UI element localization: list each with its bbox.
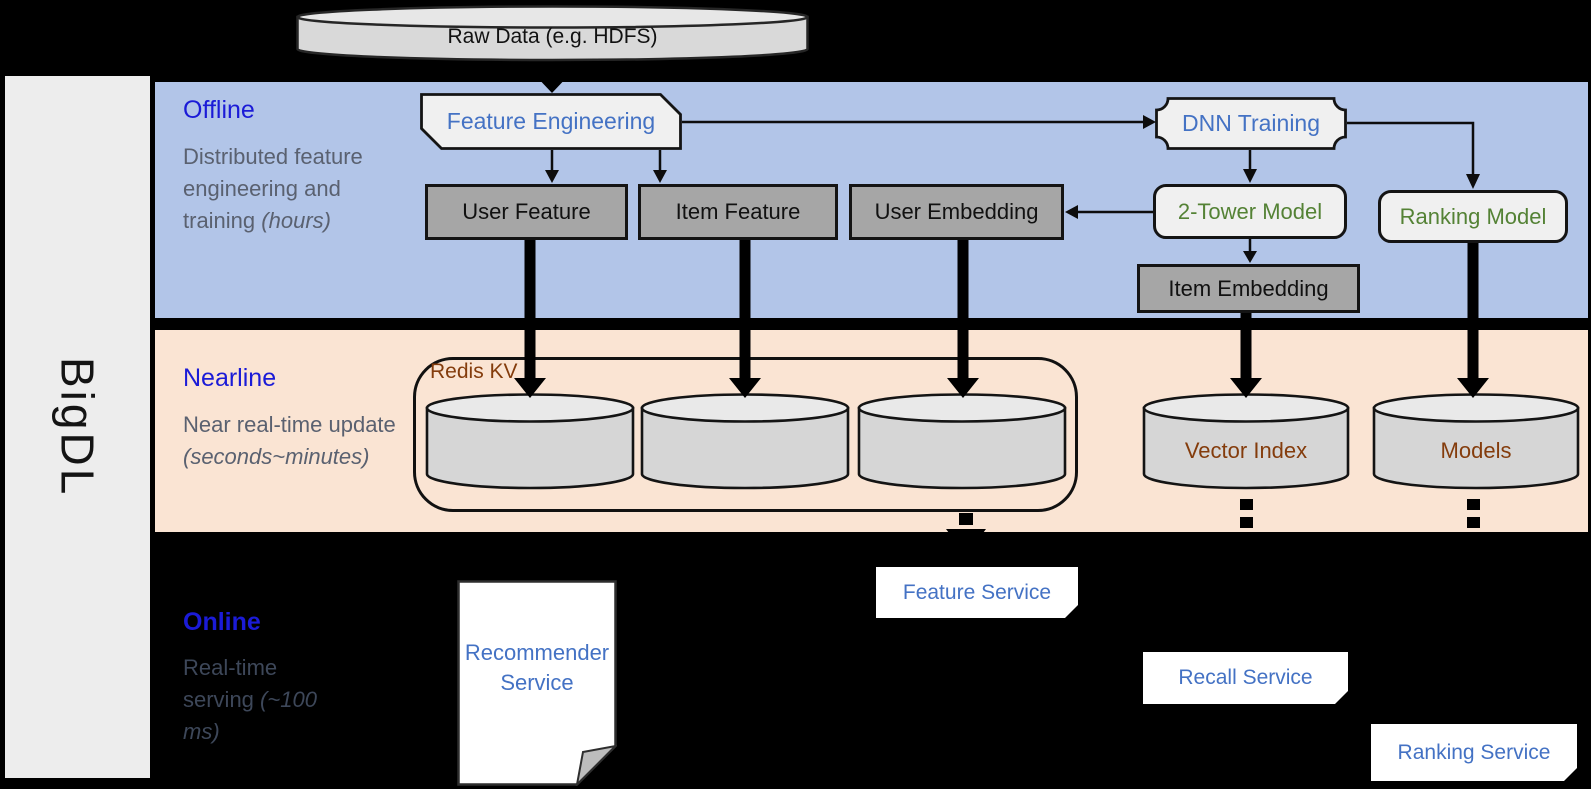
redis-shard-cylinder-2 (640, 392, 850, 494)
models-label: Models (1440, 438, 1512, 463)
offline-title: Offline (183, 96, 255, 124)
item-feature-node: Item Feature (638, 184, 838, 240)
item-embedding-label: Item Embedding (1168, 275, 1329, 301)
online-description: Real-time serving (~100 ms) (183, 652, 323, 748)
user-feature-node: User Feature (425, 184, 628, 240)
offline-desc-text: Distributed feature engineering and trai… (183, 144, 363, 233)
feature-engineering-node: Feature Engineering (420, 93, 682, 150)
recommender-service-node: Recommender Service (457, 580, 619, 788)
cylinder-icon (425, 393, 635, 490)
user-feature-label: User Feature (462, 199, 591, 224)
ranking-model-node: Ranking Model (1378, 190, 1568, 243)
plaque-shape (1155, 97, 1347, 150)
online-desc-em: (~100 ms) (183, 687, 317, 744)
feature-service-label: Feature Service (902, 580, 1052, 604)
snip-rectangle-shape (420, 93, 682, 150)
item-feature-label: Item Feature (675, 199, 801, 224)
ranking-service-label: Ranking Service (1397, 740, 1551, 764)
nearline-description: Near real-time update (seconds~minutes) (183, 409, 411, 473)
offline-description: Distributed feature engineering and trai… (183, 141, 391, 237)
redis-shard-cylinder-3 (857, 392, 1067, 494)
recall-service-node: Recall Service (1143, 652, 1348, 704)
folded-corner-icon (1335, 691, 1348, 704)
recommender-service-label: Recommender Service (464, 640, 610, 695)
offline-desc-em: (hours) (261, 208, 331, 233)
folded-corner-icon (1065, 605, 1078, 618)
online-desc-text: Real-time serving (183, 655, 278, 712)
user-embedding-label: User Embedding (874, 199, 1039, 224)
recall-service-label: Recall Service (1178, 666, 1313, 689)
raw-data-store: Raw Data (e.g. HDFS) (295, 4, 810, 62)
dnn-training-node: DNN Training (1155, 97, 1347, 150)
user-embedding-node: User Embedding (849, 184, 1064, 240)
nearline-desc-text: Near real-time update (183, 412, 396, 437)
vector-index-store: Vector Index (1142, 392, 1350, 494)
feature-engineering-label: Feature Engineering (446, 108, 656, 134)
bigdl-sidebar: BigDL (5, 76, 150, 778)
ranking-service-node: Ranking Service (1371, 724, 1577, 781)
bigdl-logo: BigDL (51, 356, 104, 498)
feature-service-node: Feature Service (876, 567, 1078, 618)
cylinder-icon (1142, 393, 1350, 490)
two-tower-model-label: 2-Tower Model (1177, 198, 1323, 224)
models-store: Models (1372, 392, 1580, 494)
cylinder-icon (857, 393, 1067, 490)
folded-corner-icon (1564, 768, 1577, 781)
cylinder-icon (640, 393, 850, 490)
nearline-desc-em: (seconds~minutes) (183, 444, 370, 469)
ranking-model-label: Ranking Model (1399, 203, 1547, 229)
two-tower-model-node: 2-Tower Model (1153, 184, 1347, 239)
dnn-training-label: DNN Training (1181, 110, 1321, 136)
vector-index-label: Vector Index (1184, 438, 1308, 463)
item-embedding-node: Item Embedding (1137, 264, 1360, 313)
raw-data-label: Raw Data (e.g. HDFS) (447, 25, 658, 48)
document-shape (457, 580, 619, 788)
redis-kv-label: Redis KV (430, 360, 518, 383)
redis-shard-cylinder-1 (425, 392, 635, 494)
cylinder-icon (296, 5, 809, 62)
nearline-title: Nearline (183, 364, 277, 392)
cylinder-icon (1372, 393, 1580, 490)
online-title: Online (183, 608, 261, 636)
